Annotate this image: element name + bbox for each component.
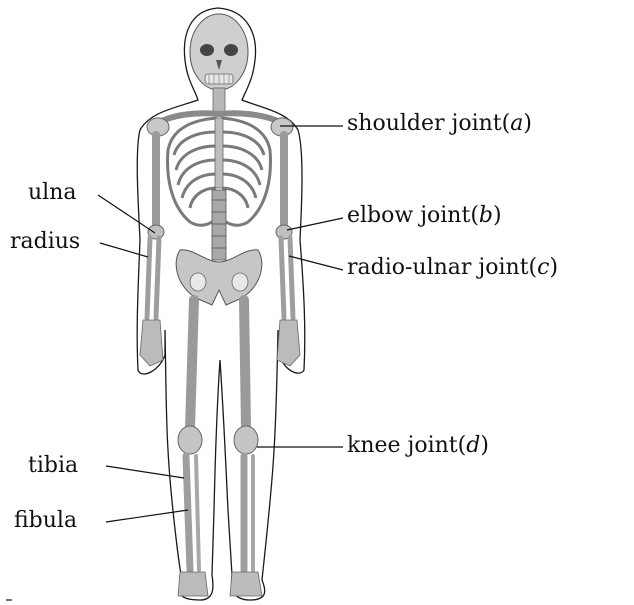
label-radio-ulnar-text: radio-ulnar joint(	[347, 255, 537, 280]
label-knee-joint: knee joint(d)	[347, 433, 489, 459]
label-elbow-letter: b	[479, 203, 493, 228]
label-shoulder-close: )	[523, 111, 532, 136]
label-ulna: ulna	[28, 180, 77, 206]
label-radio-ulnar-close: )	[549, 255, 558, 280]
label-knee-close: )	[480, 433, 489, 458]
label-fibula: fibula	[14, 508, 77, 534]
spine	[212, 190, 226, 260]
cervical-spine	[213, 88, 225, 112]
label-shoulder-text: shoulder joint(	[347, 111, 510, 136]
label-shoulder-letter: a	[510, 111, 523, 136]
label-elbow-text: elbow joint(	[347, 203, 479, 228]
sternum	[215, 118, 223, 188]
label-tibia: tibia	[28, 453, 78, 479]
label-radio-ulnar-joint: radio-ulnar joint(c)	[347, 255, 558, 281]
label-knee-text: knee joint(	[347, 433, 466, 458]
label-knee-letter: d	[466, 433, 480, 458]
label-elbow-joint: elbow joint(b)	[347, 203, 502, 229]
label-radius: radius	[10, 229, 80, 255]
skull	[190, 14, 248, 90]
label-shoulder-joint: shoulder joint(a)	[347, 111, 532, 137]
label-elbow-close: )	[493, 203, 502, 228]
label-radio-ulnar-letter: c	[537, 255, 549, 280]
